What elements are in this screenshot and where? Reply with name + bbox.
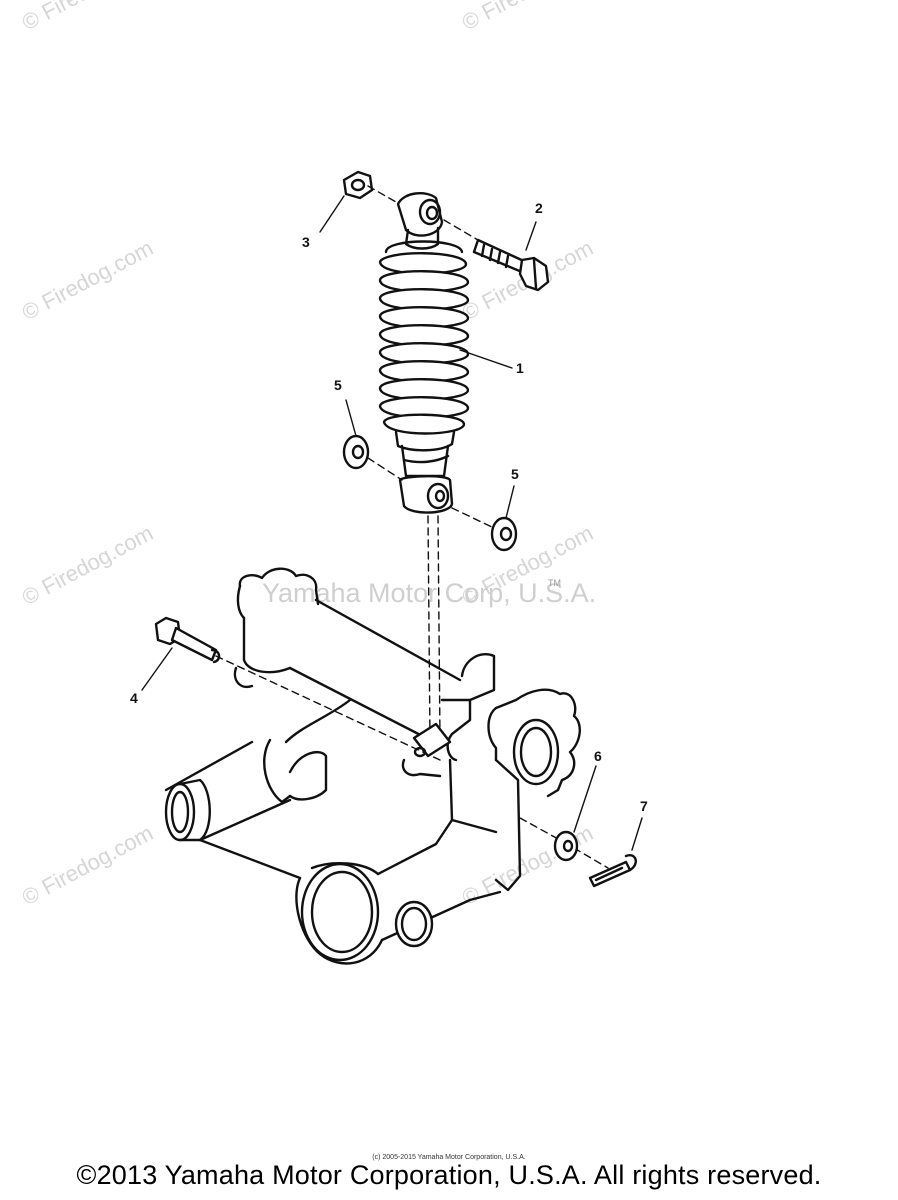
callout-2: 2 xyxy=(535,200,543,216)
callout-6: 6 xyxy=(594,748,602,764)
callout-4: 4 xyxy=(130,690,138,706)
washer-part xyxy=(553,830,579,862)
alignment-lines xyxy=(215,185,609,869)
callout-7: 7 xyxy=(640,798,648,814)
shock-spring xyxy=(378,240,470,452)
shock-upper-mount xyxy=(396,192,444,250)
swing-arm xyxy=(164,567,581,965)
small-copyright: (c) 2005-2015 Yamaha Motor Corporation, … xyxy=(372,1154,526,1161)
callout-3: 3 xyxy=(302,234,310,250)
pivot-bolt-part xyxy=(154,616,221,664)
trademark-mark: TM xyxy=(548,578,561,588)
cotter-pin-part xyxy=(588,854,637,888)
callout-leaders xyxy=(141,195,643,851)
footer-copyright: ©2013 Yamaha Motor Corporation, U.S.A. A… xyxy=(76,1160,822,1190)
washer-part xyxy=(342,434,370,470)
shock-lower-body xyxy=(398,444,454,514)
nut-part xyxy=(342,170,374,200)
bolt-part xyxy=(472,238,550,292)
callout-5a: 5 xyxy=(334,377,342,393)
callout-1: 1 xyxy=(516,360,524,376)
callout-5b: 5 xyxy=(511,466,519,482)
washer-part xyxy=(490,516,518,552)
